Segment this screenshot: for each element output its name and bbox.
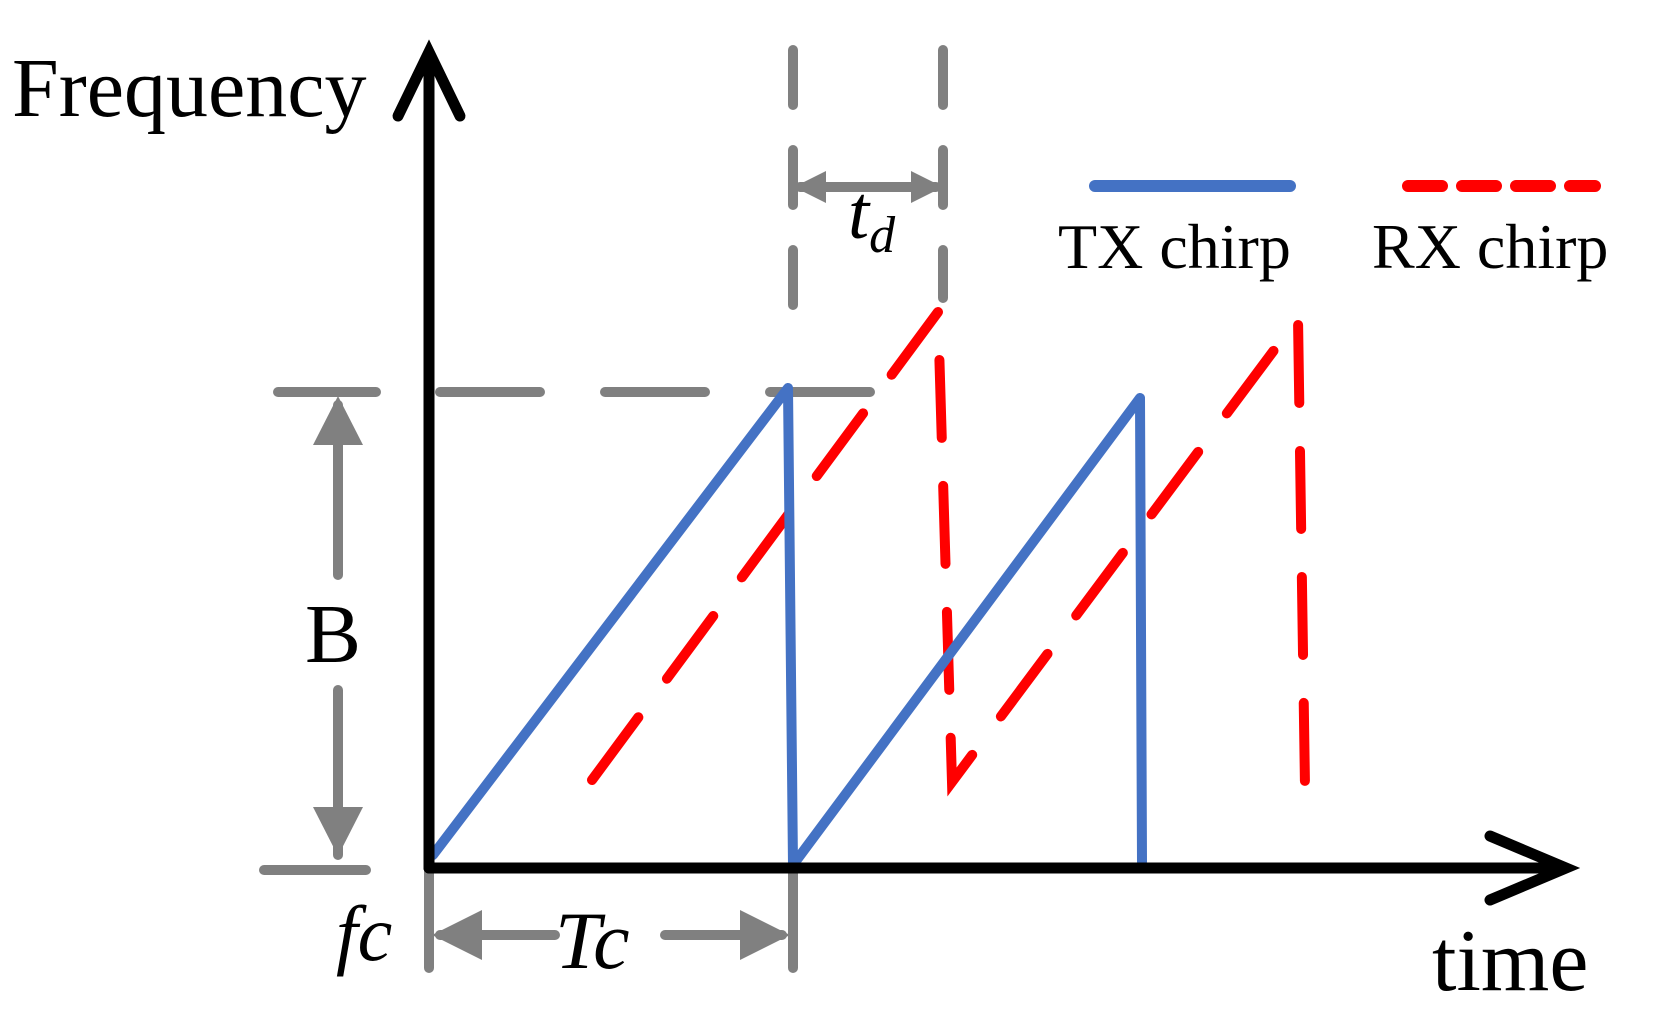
guide-lines (259, 45, 948, 973)
start-frequency-label: fc (336, 890, 392, 977)
delay-right-arrow-icon (911, 171, 943, 203)
bandwidth-down-arrow-icon (313, 807, 363, 856)
rx-chirp-path (587, 297, 1310, 797)
period-left-arrow-icon (432, 910, 482, 960)
rx-chirp (587, 297, 1310, 797)
period-right-arrow-icon (740, 910, 790, 960)
period-label: Tc (555, 895, 629, 986)
axes (392, 39, 1581, 906)
x-axis-label: time (1432, 913, 1588, 1010)
delay-label-subscript: d (869, 207, 896, 264)
delay-label: td (848, 171, 896, 264)
legend-tx-label: TX chirp (1058, 211, 1291, 282)
arrow-right-icon (1484, 830, 1581, 906)
legend: TX chirp RX chirp (1058, 180, 1608, 282)
bandwidth-up-arrow-icon (313, 396, 363, 445)
tx-chirp-path (428, 383, 1147, 870)
guide-arrowheads (313, 171, 943, 960)
delay-label-base: t (848, 171, 871, 255)
y-axis-label: Frequency (12, 42, 367, 135)
delay-left-arrow-icon (794, 171, 826, 203)
arrow-up-icon (392, 39, 466, 122)
labels: Frequency time B fc Tc td (12, 42, 1588, 1010)
bandwidth-label: B (305, 588, 361, 681)
tx-chirp (428, 383, 1147, 870)
legend-rx-label: RX chirp (1372, 211, 1608, 282)
